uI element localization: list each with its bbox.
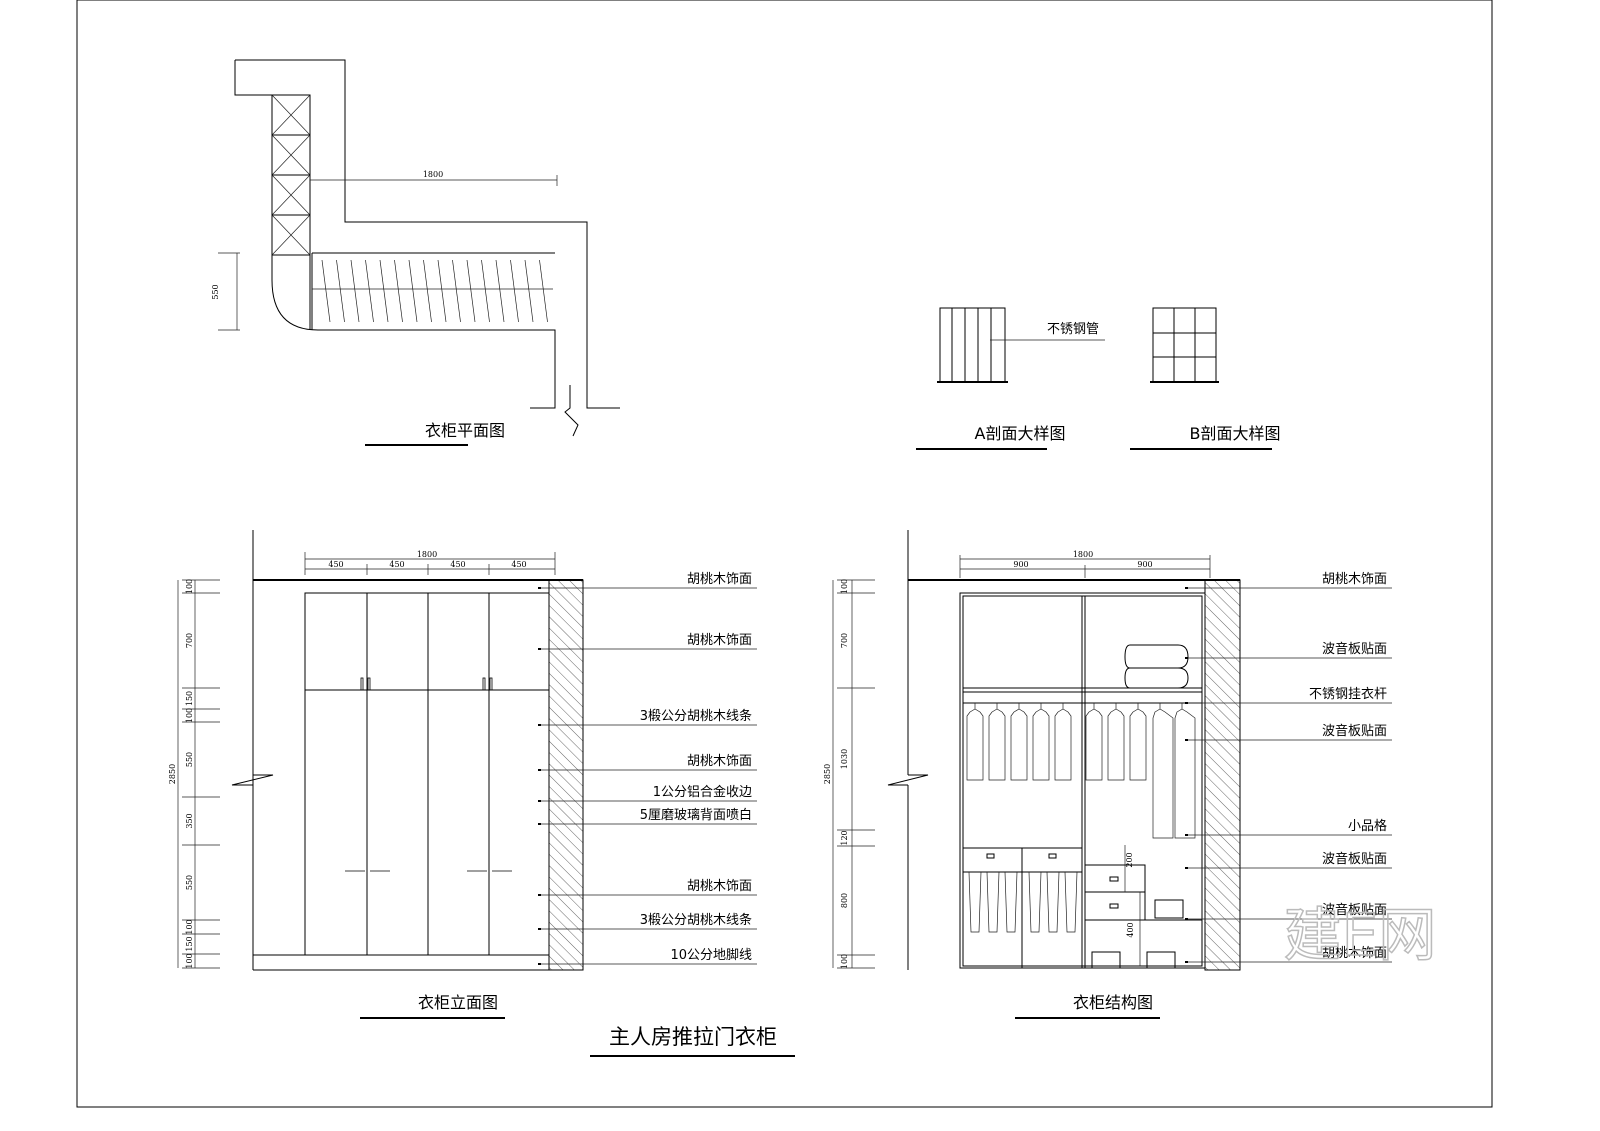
section-b-title: B剖面大样图	[1190, 424, 1281, 443]
elevation-label-7: 胡桃木饰面	[687, 879, 752, 894]
folded-towels-icon	[1124, 644, 1189, 689]
hanging-trousers-icon	[1004, 871, 1018, 933]
structure-height-5: 800	[840, 893, 849, 908]
structure-label-4: 波音板贴面	[1322, 723, 1387, 739]
elevation-total-height: 2850	[168, 764, 177, 784]
structure-left-width: 900	[1013, 560, 1028, 569]
wardrobe-structure: 1800 900 900 2850 100 700 1030 120 800 100 20…	[823, 530, 1392, 1019]
elevation-total-width: 1800	[417, 550, 437, 559]
hanger-mark	[510, 259, 519, 323]
hanging-shirt-icon	[1129, 703, 1147, 781]
elevation-title: 衣柜立面图	[418, 993, 498, 1012]
hanging-shirt-icon	[1032, 703, 1050, 781]
structure-label-3: 不锈钢挂衣杆	[1309, 686, 1387, 702]
elevation-label-1: 胡桃木饰面	[687, 572, 752, 587]
door-width-3: 450	[450, 560, 465, 569]
hanging-trousers-icon	[1046, 871, 1060, 933]
hanger-mark	[495, 259, 505, 323]
hanger-mark	[437, 259, 447, 323]
structure-height-1: 100	[840, 579, 849, 594]
hanging-trousers-icon	[986, 871, 1000, 933]
structure-label-7: 波音板贴面	[1322, 902, 1387, 918]
hanger-mark	[423, 259, 432, 323]
drawer-height-dimension: 200	[1125, 852, 1134, 867]
elevation-height-2: 700	[185, 633, 194, 648]
elevation-label-3: 3椴公分胡桃木线条	[640, 708, 752, 724]
elevation-height-1: 100	[185, 579, 194, 594]
elevation-height-10: 100	[185, 953, 194, 968]
structure-height-4: 120	[840, 830, 849, 845]
elevation-height-3: 150	[185, 691, 194, 706]
structure-label-1: 胡桃木饰面	[1322, 572, 1387, 587]
hanging-shirt-icon	[1107, 703, 1125, 781]
door-handles	[360, 677, 493, 691]
structure-label-2: 波音板贴面	[1322, 641, 1387, 657]
elevation-label-4: 胡桃木饰面	[687, 754, 752, 769]
hanging-shirt-icon	[1054, 703, 1072, 781]
hanging-trousers-icon	[1064, 871, 1078, 933]
hanging-coat-icon	[1152, 703, 1174, 839]
elevation-height-7: 550	[185, 875, 194, 890]
hanger-mark	[452, 259, 461, 323]
wardrobe-elevation: 1800 450 450 450 450 2850 100 700 150 100 55…	[168, 530, 757, 1019]
hanger-mark	[466, 259, 476, 323]
structure-height-2: 700	[840, 633, 849, 648]
wardrobe-plan-view: 1800 550 衣柜平面图	[211, 59, 620, 446]
hanger-mark	[394, 259, 403, 323]
shelf-height-dimension: 400	[1126, 922, 1135, 937]
elevation-label-2: 胡桃木饰面	[687, 633, 752, 648]
structure-label-6: 波音板贴面	[1322, 851, 1387, 867]
door-width-1: 450	[328, 560, 343, 569]
stainless-tube-label: 不锈钢管	[1047, 322, 1099, 337]
structure-right-width: 900	[1137, 560, 1152, 569]
hanging-trousers-icon	[1028, 871, 1042, 933]
structure-height-6: 100	[840, 954, 849, 969]
hanging-shirt-icon	[1010, 703, 1028, 781]
hanger-mark	[321, 259, 331, 323]
hanger-mark	[379, 259, 389, 323]
hanger-mark	[524, 259, 534, 323]
hanging-shirt-icon	[966, 703, 984, 781]
hanger-mark	[408, 259, 418, 323]
section-a-title: A剖面大样图	[975, 424, 1066, 443]
elevation-height-4: 100	[185, 708, 194, 723]
door-width-4: 450	[511, 560, 526, 569]
elevation-height-8: 100	[185, 919, 194, 934]
elevation-height-6: 350	[185, 813, 194, 828]
plan-width-dimension: 1800	[423, 170, 443, 179]
sheet-border	[76, 0, 1493, 1108]
hanger-mark	[539, 259, 548, 323]
watermark-logo: 建E网	[1284, 901, 1437, 969]
hanging-trousers-icon	[968, 871, 982, 933]
plan-title: 衣柜平面图	[425, 421, 505, 440]
structure-title: 衣柜结构图	[1073, 993, 1153, 1012]
hanger-mark	[365, 259, 374, 323]
hanging-coat-icon	[1174, 703, 1196, 839]
structure-total-height: 2850	[823, 764, 832, 784]
hanging-shirt-icon	[988, 703, 1006, 781]
door-width-2: 450	[389, 560, 404, 569]
hanging-shirt-icon	[1085, 703, 1103, 781]
elevation-label-6: 5厘磨玻璃背面喷白	[640, 807, 752, 823]
hanger-mark	[350, 259, 360, 323]
plan-depth-dimension: 550	[211, 284, 220, 299]
elevation-label-5: 1公分铝合金收边	[653, 784, 752, 800]
elevation-height-9: 150	[185, 936, 194, 951]
structure-label-8: 胡桃木饰面	[1322, 946, 1387, 961]
elevation-height-5: 550	[185, 752, 194, 767]
elevation-label-9: 10公分地脚线	[670, 947, 752, 963]
structure-total-width: 1800	[1073, 550, 1093, 559]
folded-shirts-icon	[1091, 899, 1184, 969]
structure-label-5: 小品格	[1348, 818, 1387, 834]
hanger-mark	[481, 259, 490, 323]
section-b-detail: B剖面大样图	[1130, 307, 1281, 450]
drawing-main-title: 主人房推拉门衣柜	[609, 1025, 777, 1049]
hanger-mark	[336, 259, 345, 323]
section-a-detail: 不锈钢管 A剖面大样图	[916, 307, 1105, 450]
elevation-label-8: 3椴公分胡桃木线条	[640, 912, 752, 928]
structure-height-3: 1030	[840, 749, 849, 769]
